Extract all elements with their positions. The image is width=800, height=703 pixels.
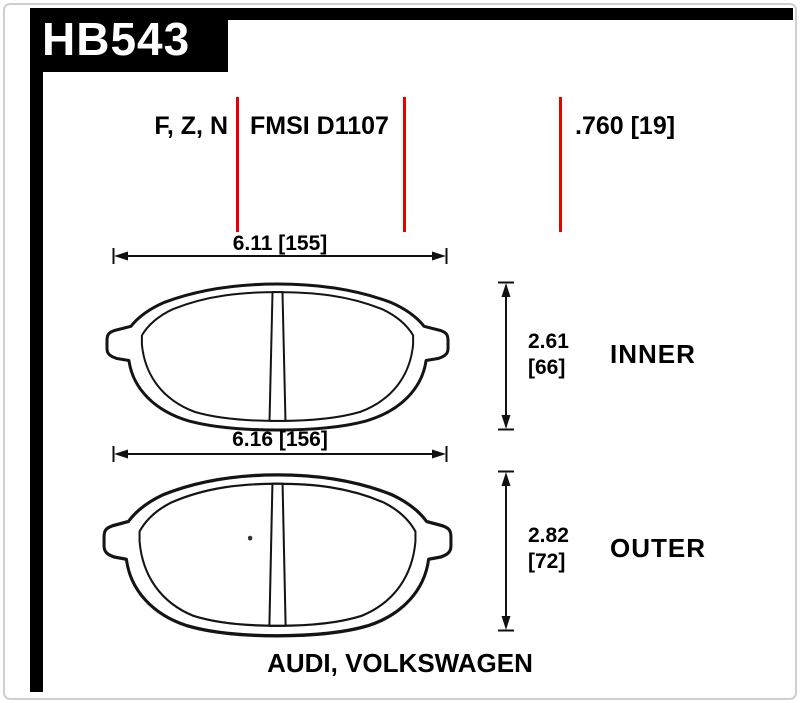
friction-material-outline (138, 482, 417, 627)
center-slot (268, 482, 287, 627)
outer-label: OUTER (610, 533, 706, 563)
compound-codes: F, Z, N (154, 112, 228, 140)
inner-height-mm: [66] (528, 356, 566, 379)
left-black-bar (30, 8, 43, 692)
vehicle-applications: AUDI, VOLKSWAGEN (267, 648, 533, 678)
red-divider-line (236, 97, 239, 232)
outer-height-mm: [72] (528, 550, 566, 573)
outer-height-inches: 2.82 (528, 524, 569, 547)
outer-height-arrow (498, 470, 514, 632)
center-slot (268, 291, 287, 422)
inner-height-inches: 2.61 (528, 330, 569, 353)
inner-height-arrow (498, 281, 514, 431)
inner-width-arrow (112, 248, 448, 264)
inner-width-dimension: 6.11 [155] (232, 232, 328, 255)
inner-pad-drawing (105, 282, 450, 432)
red-divider-line (403, 97, 406, 232)
part-number: HB543 (30, 8, 228, 72)
inner-label: INNER (610, 339, 696, 369)
center-mark (247, 535, 253, 541)
red-divider-line (559, 97, 562, 232)
friction-material-outline (140, 291, 415, 422)
pad-thickness: .760 [19] (575, 112, 676, 140)
outer-width-dimension: 6.16 [156] (232, 428, 328, 451)
outer-width-arrow (112, 446, 448, 462)
fmsi-number: FMSI D1107 (250, 112, 389, 140)
outer-pad-drawing (102, 473, 453, 638)
